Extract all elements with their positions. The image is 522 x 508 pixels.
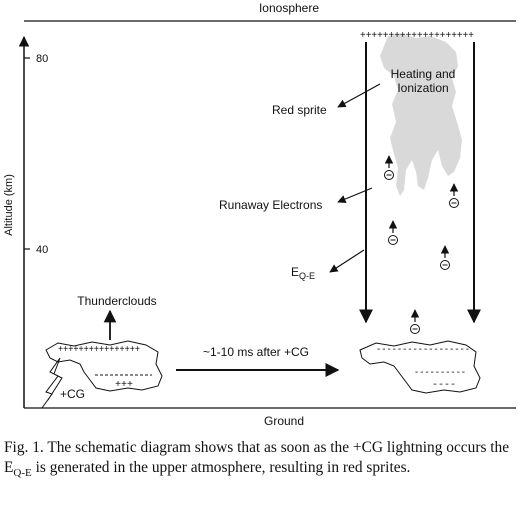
cg-lightning-bolt <box>41 357 63 409</box>
heating-label-line2: Ionization <box>397 81 448 95</box>
left-thundercloud <box>45 340 163 392</box>
runaway-electrons-pointer <box>337 187 373 204</box>
left-cloud-top-charges: ++++++++++++++++ <box>58 345 140 356</box>
eqe-pointer <box>329 249 365 273</box>
electron-3 <box>388 220 398 245</box>
electron-1 <box>384 155 394 180</box>
caption-subscript: Q-E <box>13 467 32 480</box>
time-label: ~1-10 ms after +CG <box>203 345 309 359</box>
electron-5 <box>410 309 420 334</box>
caption-part1: Fig. 1. The schematic diagram shows that… <box>4 439 510 476</box>
tick-40-label: 40 <box>36 244 48 256</box>
red-sprite-shape <box>380 34 462 196</box>
thunderclouds-label: Thunderclouds <box>77 294 156 308</box>
right-cloud-bottom-charges: ---- <box>432 380 456 391</box>
red-sprite-pointer <box>337 83 381 108</box>
ionosphere-label: Ionosphere <box>259 1 319 15</box>
eqe-label-main: E <box>291 265 299 279</box>
ground-label: Ground <box>264 414 304 428</box>
electron-2 <box>449 183 459 208</box>
eqe-label: EQ-E <box>291 265 315 281</box>
electron-4 <box>440 245 450 270</box>
right-cloud-top-charges: ------------------ <box>376 345 470 356</box>
caption-part2: is generated in the upper atmosphere, re… <box>31 459 411 476</box>
runaway-electrons-label: Runaway Electrons <box>219 198 322 212</box>
left-cloud-bottom-charges: +++ <box>115 380 133 391</box>
eqe-label-sub: Q-E <box>299 271 315 281</box>
right-cloud-mid-charges: ---------- <box>414 368 466 379</box>
figure-caption: Fig. 1. The schematic diagram shows that… <box>4 438 518 483</box>
ionosphere-charges: ++++++++++++++++++++ <box>360 31 474 42</box>
tick-80-label: 80 <box>36 53 48 65</box>
right-thundercloud <box>359 340 481 394</box>
altitude-axis-label: Altitude (km) <box>3 174 15 236</box>
cg-label: +CG <box>60 387 85 401</box>
heating-label-line1: Heating and <box>391 67 456 81</box>
red-sprite-label: Red sprite <box>272 103 327 117</box>
